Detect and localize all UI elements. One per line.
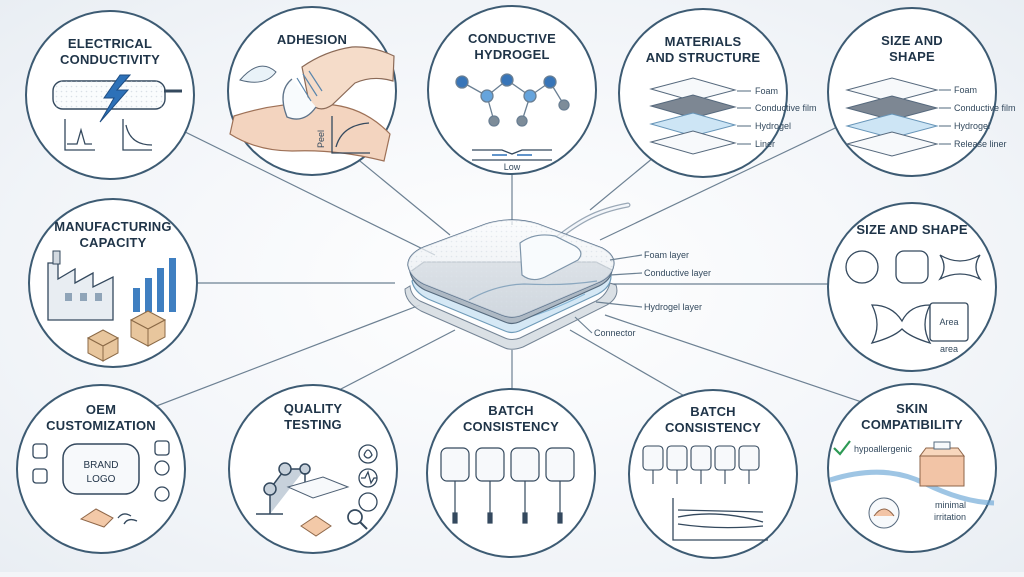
- node-title-line2: SHAPE: [889, 49, 935, 64]
- test-result-icons: [358, 444, 378, 512]
- node-title-line2: CONDUCTIVITY: [60, 52, 160, 67]
- layer-label: Hydrogel: [954, 121, 990, 131]
- node-title-line2: CUSTOMIZATION: [46, 418, 156, 433]
- node-title-line2: AND STRUCTURE: [646, 50, 761, 65]
- conductive-layer-label: Conductive layer: [644, 268, 711, 278]
- node-title-line1: BATCH: [690, 404, 736, 419]
- manufacturing-capacity-node: MANUFACTURING CAPACITY: [28, 198, 198, 368]
- oem-customization-node: OEM CUSTOMIZATION BRAND LOGO: [16, 384, 186, 554]
- batch-consistency-electrodes-node: BATCH CONSISTENCY: [426, 388, 596, 558]
- layer-label: Foam: [954, 85, 977, 95]
- boxes-icon: [86, 310, 167, 362]
- layer-label: Hydrogel: [755, 121, 791, 131]
- layer-stack-icon: [649, 77, 751, 155]
- adhesion-node: ADHESION Peel: [227, 6, 397, 176]
- robot-arm-icon: [256, 462, 311, 515]
- node-title-line2: HYDROGEL: [474, 47, 549, 62]
- brand-logo-frame: [62, 443, 140, 495]
- layer-label: Conductive film: [954, 103, 1016, 113]
- node-title-line1: SIZE AND: [881, 33, 943, 48]
- node-title-line1: SKIN: [896, 401, 928, 416]
- batch-consistency-graph-node: BATCH CONSISTENCY: [628, 389, 798, 559]
- layer-label: Foam: [755, 86, 778, 96]
- electrical-conductivity-node: ELECTRICAL CONDUCTIVITY: [25, 10, 195, 180]
- brand-text: BRAND: [83, 460, 118, 471]
- node-title-line2: COMPATIBILITY: [861, 417, 963, 432]
- molecule-network-icon: [455, 73, 570, 127]
- quality-testing-node: QUALITY TESTING: [228, 384, 398, 554]
- consistency-chart-icon: [672, 498, 768, 541]
- check-icon: [833, 440, 851, 456]
- layer-label: Liner: [755, 139, 775, 149]
- node-title-line1: OEM: [86, 402, 116, 417]
- node-title: SIZE AND SHAPE: [856, 222, 968, 237]
- size-shape-stack-node: SIZE AND SHAPE Foam Conductive film Hydr…: [827, 7, 1016, 177]
- size-shape-outlines-node: SIZE AND SHAPE Area area: [827, 202, 997, 372]
- electrode-row-icon: [440, 447, 575, 524]
- node-title-line2: TESTING: [284, 417, 342, 432]
- hypoallergenic-label: hypoallergenic: [854, 444, 913, 454]
- area-label: Area: [939, 317, 958, 327]
- conductive-hydrogel-node: CONDUCTIVE HYDROGEL Low: [427, 5, 597, 175]
- hydrogel-layer-label: Hydrogel layer: [644, 302, 702, 312]
- shape-outline-icons: [845, 250, 982, 345]
- area-caption: area: [940, 344, 958, 354]
- current-graph-icons: [64, 119, 153, 151]
- node-title: ADHESION: [277, 32, 347, 47]
- minimal-label: minimal: [935, 500, 966, 510]
- hand-icon: [301, 46, 395, 110]
- growth-bars-icon: [133, 258, 176, 312]
- materials-structure-node: MATERIALS AND STRUCTURE Foam Conductive …: [618, 8, 817, 178]
- node-title-line1: MANUFACTURING: [54, 219, 171, 234]
- logo-text: LOGO: [87, 474, 116, 485]
- skin-compatibility-node: SKIN COMPATIBILITY hypoallergenic minima…: [827, 383, 997, 553]
- node-title-line1: ELECTRICAL: [68, 36, 152, 51]
- foam-layer-label: Foam layer: [644, 250, 689, 260]
- node-title-line1: MATERIALS: [665, 34, 742, 49]
- handshake-icon: [79, 508, 114, 528]
- customization-option-icons: [32, 440, 170, 502]
- factory-icon: [47, 250, 114, 321]
- layer-label: Release liner: [954, 139, 1007, 149]
- node-title-line1: BATCH: [488, 403, 534, 418]
- node-title-line2: CAPACITY: [79, 235, 146, 250]
- electrode-with-lightning-icon: [52, 74, 182, 123]
- skin-layer-icon: [919, 441, 965, 487]
- layer-label: Conductive film: [755, 103, 817, 113]
- node-title-line1: QUALITY: [284, 401, 343, 416]
- node-title-line1: CONDUCTIVE: [468, 31, 556, 46]
- node-title-line2: CONSISTENCY: [665, 420, 761, 435]
- node-title-line2: CONSISTENCY: [463, 419, 559, 434]
- peel-axis-label: Peel: [316, 130, 326, 148]
- central-electrode: Foam layer Conductive layer Hydrogel lay…: [404, 202, 711, 350]
- small-electrode-row-icon: [642, 445, 760, 484]
- size-layer-stack-icon: [845, 77, 951, 157]
- resistance-label: Low: [504, 162, 521, 172]
- connector-label: Connector: [594, 328, 636, 338]
- irritation-label: irritation: [934, 512, 966, 522]
